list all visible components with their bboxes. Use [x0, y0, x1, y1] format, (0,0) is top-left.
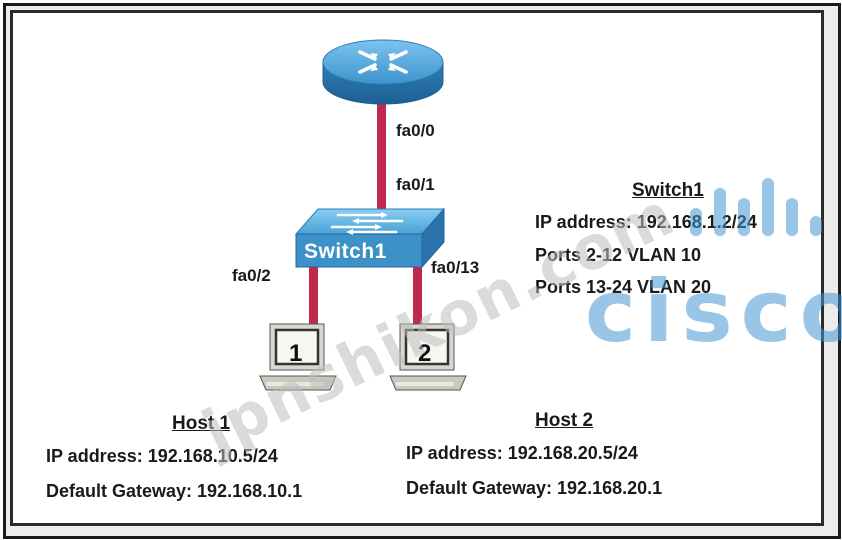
switch-info-title: Switch1 — [632, 180, 704, 201]
host1-title: Host 1 — [172, 413, 231, 434]
host1-computer-icon[interactable] — [258, 322, 338, 396]
host2-computer-icon[interactable] — [388, 322, 468, 396]
switch-device-label: Switch1 — [304, 240, 387, 263]
link-switch-host1 — [309, 258, 318, 328]
host2-ip-address: IP address: 192.168.20.5/24 — [406, 443, 638, 463]
host1-default-gateway: Default Gateway: 192.168.10.1 — [46, 481, 303, 501]
host2-title: Host 2 — [535, 410, 594, 431]
host2-number: 2 — [418, 340, 432, 367]
switch-uplink-port-label: fa0/1 — [396, 175, 435, 194]
switch-port-host1-label: fa0/2 — [232, 266, 271, 285]
switch-icon[interactable] — [294, 206, 446, 270]
switch-vlan10-ports: Ports 2-12 VLAN 10 — [535, 245, 702, 265]
router-port-label: fa0/0 — [396, 121, 435, 140]
cisco-watermark: cisco — [585, 262, 842, 362]
router-icon[interactable] — [320, 30, 446, 110]
link-router-switch — [377, 100, 386, 212]
switch-port-host2-label: fa0/13 — [431, 258, 480, 277]
cisco-logo-bars-icon — [690, 178, 822, 236]
host1-ip-address: IP address: 192.168.10.5/24 — [46, 446, 278, 466]
link-switch-host2 — [413, 258, 422, 328]
host1-number: 1 — [289, 340, 303, 367]
switch-vlan20-ports: Ports 13-24 VLAN 20 — [535, 277, 712, 297]
host2-default-gateway: Default Gateway: 192.168.20.1 — [406, 478, 663, 498]
